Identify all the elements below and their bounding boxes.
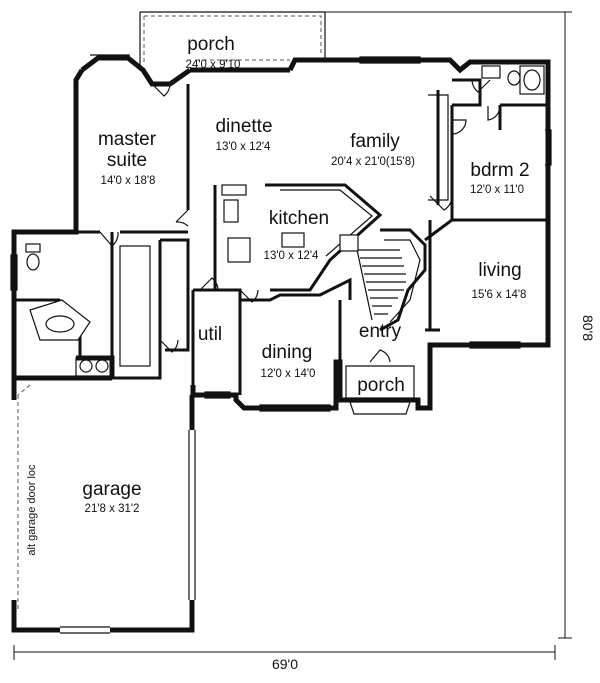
porch-rear-name: porch (187, 34, 235, 55)
bdrm2-dims: 12'0 x 11'0 (470, 184, 524, 196)
living-name: living (478, 260, 521, 281)
stairs (355, 239, 421, 323)
family-dims: 20'4 x 21'0(15'8) (331, 156, 415, 168)
master-suite-name-line2: suite (107, 150, 147, 171)
room-labels: porch 24'0 x 9'10 master suite 14'0 x 18… (26, 34, 530, 556)
porch-front-name: porch (357, 375, 405, 396)
dimension-lines (13, 11, 572, 660)
master-suite-name-line1: master (98, 129, 157, 150)
dinette-dims: 13'0 x 12'4 (216, 141, 272, 153)
garage-dims: 21'8 x 31'2 (85, 503, 140, 515)
overall-dimensions: 69'0 80'8 (272, 315, 596, 672)
porch-rear-dims: 24'0 x 9'10 (186, 59, 241, 71)
dining-name: dining (262, 342, 313, 363)
dinette-name: dinette (215, 116, 272, 137)
kitchen-name: kitchen (269, 208, 329, 229)
bdrm2-name: bdrm 2 (470, 160, 529, 181)
master-suite-dims: 14'0 x 18'8 (101, 175, 156, 187)
family-name: family (350, 131, 400, 152)
windows (10, 54, 552, 412)
dining-dims: 12'0 x 14'0 (261, 368, 316, 380)
depth-dimension: 80'8 (580, 315, 596, 341)
fixtures (25, 65, 545, 377)
front-porch-outline (345, 365, 415, 415)
alt-garage-door-note: alt garage door loc (26, 464, 38, 556)
kitchen-dims: 13'0 x 12'4 (264, 250, 320, 262)
living-dims: 15'6 x 14'8 (472, 289, 527, 301)
door-swings (99, 79, 501, 363)
garage-doors (11, 384, 196, 634)
entry-name: entry (359, 321, 402, 342)
interior-walls (14, 78, 548, 395)
util-name: util (198, 324, 222, 345)
garage-name: garage (82, 479, 141, 500)
width-dimension: 69'0 (272, 656, 298, 672)
